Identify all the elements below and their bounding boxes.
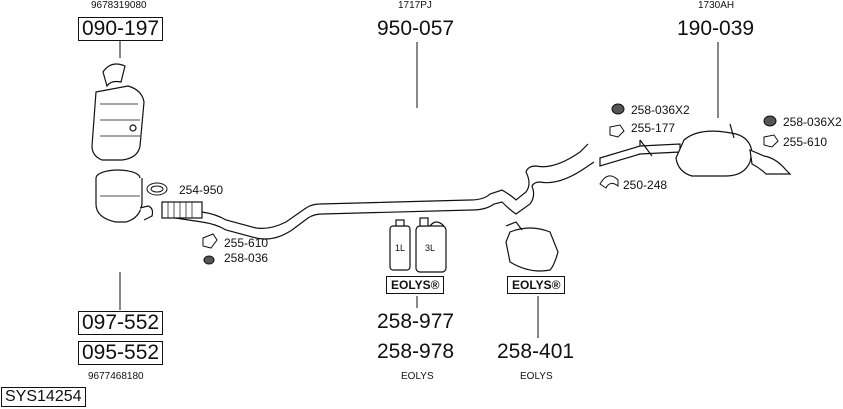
eolys-badge-2: EOLYS® (507, 276, 566, 294)
additive-can-3l (415, 217, 447, 273)
part-number-catalyst[interactable]: 090-197 (78, 17, 164, 41)
part-number-rear-hanger-a[interactable]: 255-177 (631, 121, 676, 135)
additive-bag (505, 221, 559, 272)
part-number-rear-rubber-a[interactable]: 258-036X2 (631, 103, 690, 117)
part-number-mid-pipe[interactable]: 950-057 (377, 17, 455, 40)
part-number-additive-2[interactable]: 258-978 (377, 340, 455, 363)
part-number-rear-clamp[interactable]: 250-248 (623, 178, 668, 192)
part-number-catalyst-low-2[interactable]: 095-552 (78, 341, 164, 365)
eolys-badge-1: EOLYS® (386, 276, 445, 294)
clamp-icon (146, 182, 168, 196)
front-rubber-icon (203, 255, 215, 265)
eolys-text-2: EOLYS (520, 371, 553, 382)
oem-number-rear: 1730AH (698, 0, 735, 11)
can-label-3l: 3L (425, 243, 436, 253)
catalyst-upper (91, 63, 145, 161)
part-number-catalyst-low-1[interactable]: 097-552 (78, 311, 164, 335)
part-number-rear-rubber-b[interactable]: 258-036X2 (783, 115, 842, 129)
oem-number-mid-pipe: 1717PJ (398, 0, 432, 11)
part-number-rear-hanger-b[interactable]: 255-610 (783, 135, 828, 149)
mid-pipe (161, 143, 595, 240)
rear-rubber-a-icon (611, 103, 625, 115)
eolys-text-1: EOLYS (401, 371, 434, 382)
front-hanger-icon (202, 233, 218, 249)
can-label-1l: 1L (395, 243, 406, 253)
additive-can-1l (389, 219, 411, 271)
part-number-clamp[interactable]: 254-950 (179, 183, 224, 197)
part-number-additive-1[interactable]: 258-977 (377, 310, 455, 333)
rear-silencer (599, 123, 792, 177)
catalyst-lower (95, 169, 154, 223)
part-number-rear-silencer[interactable]: 190-039 (677, 17, 755, 40)
oem-number-cat: 9678319080 (91, 0, 147, 11)
rear-rubber-b-icon (763, 115, 777, 127)
rear-hanger-b-icon (763, 134, 779, 148)
rear-hanger-a-icon (609, 124, 625, 138)
part-number-additive-bag[interactable]: 258-401 (497, 340, 575, 363)
part-number-front-rubber[interactable]: 258-036 (224, 251, 269, 265)
part-number-front-hanger[interactable]: 255-610 (224, 236, 269, 250)
rear-clamp-icon (599, 175, 619, 189)
oem-number-cat-low: 9677468180 (88, 371, 144, 382)
system-code: SYS14254 (1, 387, 86, 407)
